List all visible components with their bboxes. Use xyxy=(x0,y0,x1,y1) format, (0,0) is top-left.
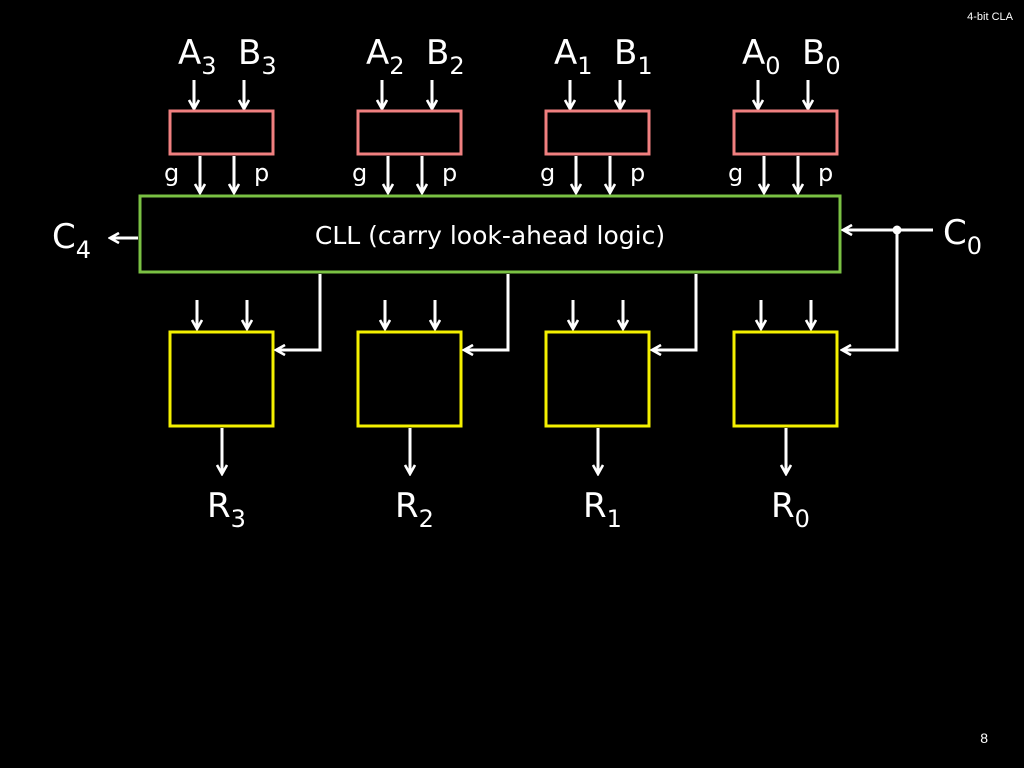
p-label: p xyxy=(630,159,645,187)
sum-box xyxy=(544,330,651,428)
bit-columns: A3 B3 g pR3 A2 B2 g pR2 A1 B1 g pR1 A0 B0 g pR0 xyxy=(164,33,841,533)
g-label: g xyxy=(728,159,743,187)
bit-column-0: A0 B0 g pR0 xyxy=(728,33,841,533)
carry-from-cll-arrow xyxy=(464,274,510,350)
g-label: g xyxy=(164,159,179,187)
input-a-label: A3 xyxy=(178,33,217,80)
cll-box xyxy=(138,194,842,274)
input-b-label: B1 xyxy=(614,33,653,80)
result-label: R3 xyxy=(207,486,246,533)
p-label: p xyxy=(818,159,833,187)
p-label: p xyxy=(254,159,269,187)
carry-in-to-bit0 xyxy=(842,230,899,350)
page-number: 8 xyxy=(980,730,988,746)
carry-from-cll-arrow xyxy=(652,274,698,350)
cll-label: CLL (carry look-ahead logic) xyxy=(315,221,665,250)
g-label: g xyxy=(540,159,555,187)
p-label: p xyxy=(442,159,457,187)
g-label: g xyxy=(352,159,367,187)
gp-generator-box xyxy=(356,109,463,156)
gp-generator-box xyxy=(544,109,651,156)
bit-column-1: A1 B1 g pR1 xyxy=(540,33,698,533)
input-a-label: A2 xyxy=(366,33,405,80)
input-b-label: B0 xyxy=(802,33,841,80)
result-label: R0 xyxy=(771,486,810,533)
gp-generator-box xyxy=(168,109,275,156)
result-label: R1 xyxy=(583,486,622,533)
result-label: R2 xyxy=(395,486,434,533)
input-a-label: A0 xyxy=(742,33,781,80)
gp-generator-box xyxy=(732,109,839,156)
input-b-label: B2 xyxy=(426,33,465,80)
input-a-label: A1 xyxy=(554,33,593,80)
bit-column-2: A2 B2 g pR2 xyxy=(352,33,510,533)
sum-box xyxy=(356,330,463,428)
carry-from-cll-arrow xyxy=(276,274,322,350)
carry-in-label: C0 xyxy=(943,213,982,260)
slide-header: 4-bit CLA xyxy=(967,11,1014,23)
input-b-label: B3 xyxy=(238,33,277,80)
sum-box xyxy=(168,330,275,428)
sum-box xyxy=(732,330,839,428)
carry-out-label: C4 xyxy=(52,217,91,264)
bit-column-3: A3 B3 g pR3 xyxy=(164,33,322,533)
